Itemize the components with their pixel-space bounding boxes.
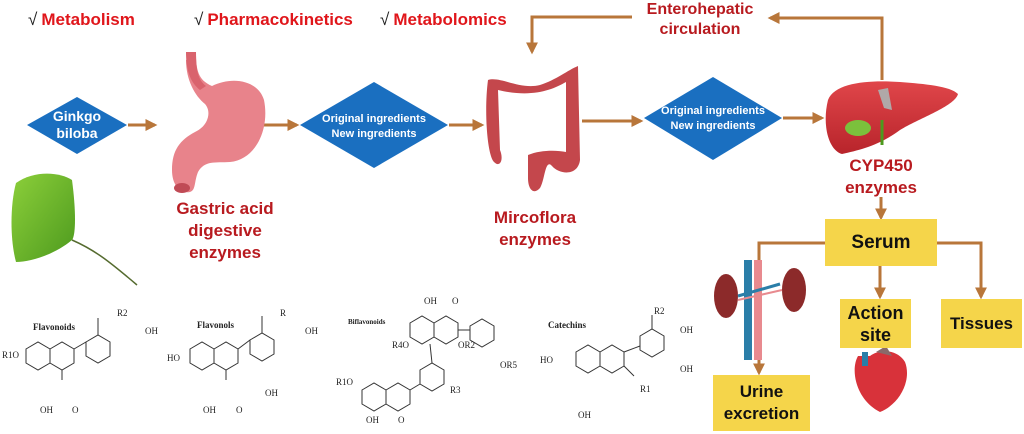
kidney-illustration <box>714 260 806 360</box>
enterohepatic-circulation-label: Enterohepatic circulation <box>646 1 754 38</box>
check-icon: √ <box>28 10 38 29</box>
action-site-box: Action site <box>840 299 911 348</box>
compound-title-flavonols: Flavonols <box>197 320 235 330</box>
heart-illustration <box>854 346 908 412</box>
ginkgo-leaf-illustration <box>11 173 138 286</box>
cyp450-enzymes-label: CYP450 enzymes <box>845 156 917 197</box>
ingredients-1-label: Original ingredients New ingredients <box>322 113 426 140</box>
ingredients-diamond-2 <box>644 77 782 160</box>
topic-metabolomics: √Metabolomics <box>380 10 507 29</box>
tissues-box: Tissues <box>941 299 1022 348</box>
biflavonoids-structure <box>361 315 495 412</box>
arrow-serum-to-tissues <box>937 241 987 300</box>
stomach-illustration <box>172 52 266 193</box>
compound-title-catechins: Catechins <box>548 320 586 330</box>
ginkgo-biloba-label: Ginkgo biloba <box>52 108 102 141</box>
flavonoids-structure <box>25 318 111 380</box>
compound-title-flavonoids: Flavonoids <box>33 322 76 332</box>
gastric-enzymes-label: Gastric acid digestive enzymes <box>176 199 274 262</box>
check-icon: √ <box>194 10 204 29</box>
liver-illustration <box>825 81 958 154</box>
urine-excretion-box: Urine excretion <box>713 375 810 431</box>
ingredients-2-label: Original ingredients New ingredients <box>661 105 765 132</box>
flavonols-structure <box>189 316 275 380</box>
topic-metabolism: √Metabolism <box>28 10 135 29</box>
enterohepatic-loop-right <box>767 11 884 80</box>
compound-title-biflavonoids: Biflavonoids <box>348 318 386 326</box>
topic-pharmacokinetics: √Pharmacokinetics <box>194 10 353 29</box>
ginkgo-diamond <box>27 97 127 154</box>
intestine-illustration <box>486 66 580 192</box>
microflora-enzymes-label: Mircoflora enzymes <box>493 208 577 249</box>
serum-box: Serum <box>825 219 937 266</box>
ingredients-diamond-1 <box>300 82 448 168</box>
check-icon: √ <box>380 10 390 29</box>
catechins-structure <box>575 315 665 377</box>
enterohepatic-loop-left <box>526 15 632 55</box>
